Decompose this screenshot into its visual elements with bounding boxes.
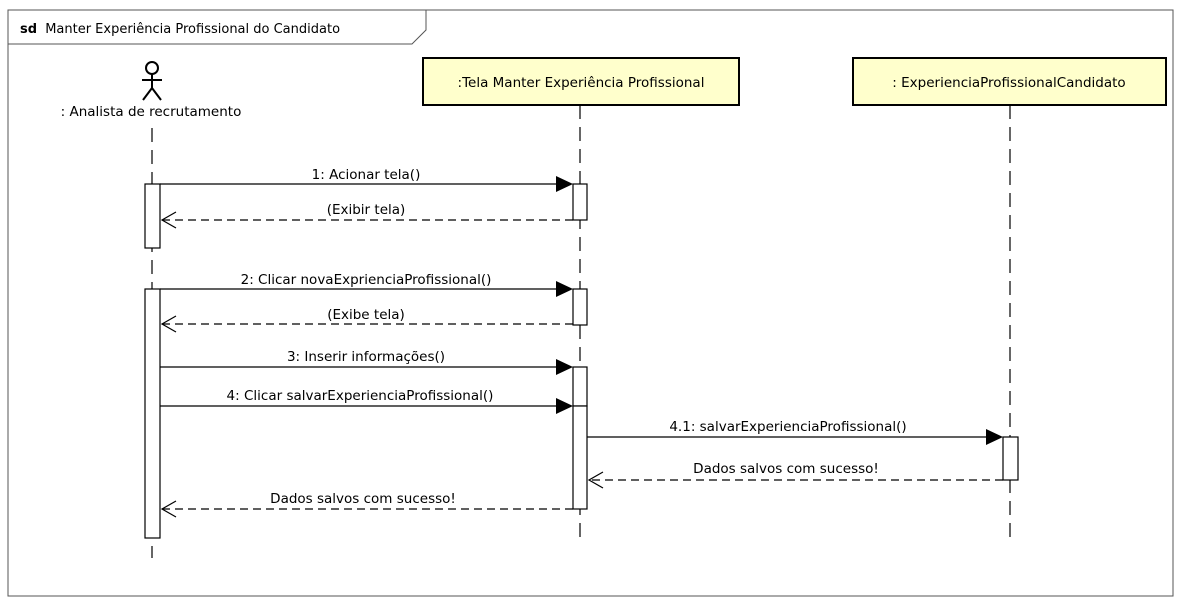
participant-entidade-box [852, 57, 1167, 106]
activation-tela-2 [572, 288, 588, 326]
message-label: Dados salvos com sucesso! [693, 461, 879, 477]
sync-arrowhead-icon [556, 398, 573, 414]
message-label: Dados salvos com sucesso! [270, 491, 456, 507]
sync-arrowhead-icon [556, 176, 573, 192]
message-3: 3: Inserir informações() [160, 349, 573, 375]
message-4-1: 4.1: salvarExperienciaProfissional() [587, 419, 1003, 445]
sync-arrowhead-icon [986, 429, 1003, 445]
actor-participant: : Analista de recrutamento [48, 61, 254, 120]
participant-entidade: : ExperienciaProfissionalCandidato [852, 57, 1167, 106]
frame-tab [8, 10, 427, 45]
message-2-reply: (Exibe tela) [160, 307, 573, 333]
frame-title: sd Manter Experiência Profissional do Ca… [20, 22, 340, 37]
actor-label: : Analista de recrutamento [61, 104, 242, 120]
actor-icon [142, 61, 162, 101]
frame-keyword: sd [20, 22, 37, 37]
reply-arrowhead-icon [160, 500, 177, 518]
reply-arrowhead-icon [160, 315, 177, 333]
participant-entidade-label: : ExperienciaProfissionalCandidato [892, 75, 1125, 91]
sync-arrowhead-icon [556, 359, 573, 375]
participant-tela-box [422, 57, 740, 106]
message-label: 3: Inserir informações() [287, 349, 445, 365]
sync-arrowhead-icon [556, 281, 573, 297]
actor-label-bg [48, 101, 254, 120]
participant-tela: :Tela Manter Experiência Profissional [422, 57, 740, 106]
activation-actor-2 [144, 288, 161, 539]
message-1-reply: (Exibir tela) [160, 202, 573, 229]
message-label: 4.1: salvarExperienciaProfissional() [669, 419, 906, 435]
interaction-frame: sd Manter Experiência Profissional do Ca… [7, 9, 1174, 597]
message-label: 4: Clicar salvarExperienciaProfissional(… [227, 388, 494, 404]
participant-tela-label: :Tela Manter Experiência Profissional [458, 75, 705, 91]
message-label: (Exibir tela) [327, 202, 406, 218]
activations [144, 183, 1019, 539]
message-1: 1: Acionar tela() [160, 167, 573, 192]
activation-entidade-1 [1002, 436, 1019, 481]
activation-tela-1 [572, 183, 588, 221]
message-4-reply: Dados salvos com sucesso! [160, 491, 573, 518]
reply-arrowhead-icon [160, 211, 177, 229]
frame-border [7, 9, 1174, 597]
activation-tela-4 [572, 405, 588, 510]
reply-arrowhead-icon [587, 471, 604, 489]
message-label: (Exibe tela) [327, 307, 405, 323]
frame-name: Manter Experiência Profissional do Candi… [45, 22, 340, 37]
message-4-1-reply: Dados salvos com sucesso! [587, 461, 1003, 489]
message-label: 1: Acionar tela() [312, 167, 421, 183]
message-4: 4: Clicar salvarExperienciaProfissional(… [160, 388, 573, 414]
activation-actor-1 [144, 183, 161, 249]
message-2: 2: Clicar novaExprienciaProfissional() [160, 272, 573, 297]
activation-tela-3 [572, 366, 588, 407]
message-label: 2: Clicar novaExprienciaProfissional() [241, 272, 492, 288]
